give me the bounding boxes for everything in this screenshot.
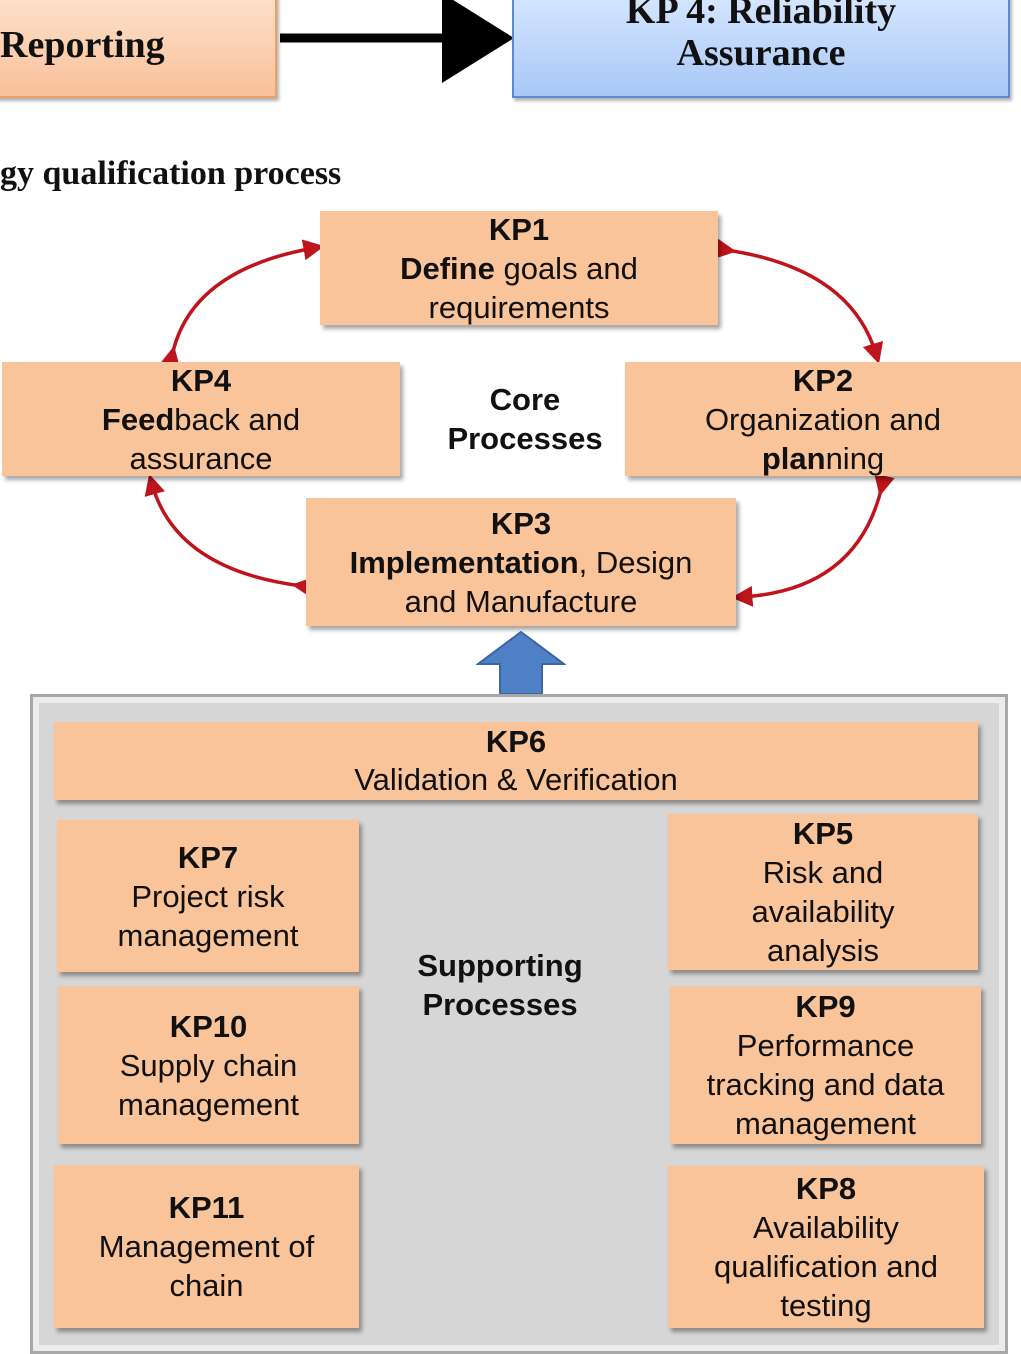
core-label-line2: Processes <box>447 421 603 456</box>
reporting-box: Reporting <box>0 0 277 98</box>
kp7-line2: Project risk <box>131 878 285 914</box>
kp4-bold: Feed <box>101 401 175 437</box>
cycle-arrow-kp1-kp2 <box>714 238 884 365</box>
kp4-id: KP4 <box>170 362 232 398</box>
cycle-arrow-kp2-kp3 <box>731 473 895 607</box>
kp8-box: KP8 Availability qualification and testi… <box>668 1166 984 1328</box>
supporting-label-line1: Supporting <box>417 948 583 983</box>
supporting-processes-label: Supporting Processes <box>385 946 615 1024</box>
kp10-box: KP10 Supply chain management <box>58 986 359 1144</box>
kp9-line2: Performance <box>736 1028 915 1063</box>
kp2-id: KP2 <box>792 362 854 398</box>
kp11-line2: Management of <box>98 1229 315 1264</box>
kp7-line3: management <box>117 917 299 953</box>
kp2-bold: plan <box>761 440 826 476</box>
kp3-box: KP3 Implementation, Design and Manufactu… <box>306 498 736 626</box>
kp7-id: KP7 <box>177 839 239 875</box>
kp8-line2: Availability <box>753 1210 899 1245</box>
kp1-line3: requirements <box>428 289 610 325</box>
kp2-rest: ning <box>825 440 885 476</box>
kp9-box: KP9 Performance tracking and data manage… <box>670 986 981 1144</box>
kp10-line3: management <box>118 1086 299 1122</box>
kp3-rest: , Design <box>578 544 693 580</box>
kp9-line4: management <box>735 1106 916 1141</box>
reliability-assurance-line2: Assurance <box>676 32 846 74</box>
core-label-line1: Core <box>489 382 561 417</box>
kp2-line3: planning <box>762 439 884 478</box>
kp1-rest: goals and <box>494 250 638 286</box>
kp9-line3: tracking and data <box>706 1067 945 1102</box>
kp1-id: KP1 <box>488 211 550 247</box>
kp10-id: KP10 <box>169 1008 248 1044</box>
kp5-box: KP5 Risk and availability analysis <box>668 814 978 970</box>
kp8-line3: qualification and <box>713 1249 939 1284</box>
kp8-id: KP8 <box>795 1171 857 1206</box>
kp1-bold: Define <box>400 250 495 286</box>
kp10-line2: Supply chain <box>119 1047 298 1083</box>
kp5-line3: availability <box>751 894 895 929</box>
kp4-line2: Feedback and <box>102 400 300 439</box>
reliability-assurance-line1: KP 4: Reliability <box>625 0 897 32</box>
kp6-line2: Validation & Verification <box>354 762 678 797</box>
kp4-line3: assurance <box>129 440 273 476</box>
kp5-line4: analysis <box>767 933 879 968</box>
section-heading: gy qualification process <box>0 155 342 192</box>
cycle-arrow-kp4-kp1 <box>159 239 325 369</box>
up-arrow-icon <box>476 630 566 695</box>
kp3-line3: and Manufacture <box>404 583 638 619</box>
kp2-line2: Organization and <box>704 401 942 437</box>
kp3-id: KP3 <box>490 505 552 541</box>
kp1-line2: Define goals and <box>400 249 638 288</box>
kp5-id: KP5 <box>792 816 854 851</box>
reporting-label: Reporting <box>0 24 165 66</box>
kp11-line3: chain <box>169 1268 244 1303</box>
kp11-box: KP11 Management of chain <box>54 1165 359 1328</box>
kp6-box: KP6 Validation & Verification <box>54 722 978 800</box>
kp9-id: KP9 <box>795 989 856 1024</box>
kp6-id: KP6 <box>485 724 547 759</box>
supporting-label-line2: Processes <box>422 987 578 1022</box>
cycle-arrow-kp3-kp4 <box>144 473 314 598</box>
reliability-assurance-box: KP 4: Reliability Assurance <box>512 0 1010 98</box>
kp4-box: KP4 Feedback and assurance <box>2 362 400 476</box>
kp3-bold: Implementation <box>349 544 579 580</box>
kp2-box: KP2 Organization and planning <box>625 362 1021 476</box>
kp1-box: KP1 Define goals and requirements <box>320 211 718 325</box>
kp7-box: KP7 Project risk management <box>57 820 359 972</box>
kp11-id: KP11 <box>168 1190 245 1225</box>
kp8-line4: testing <box>780 1288 872 1323</box>
kp3-line2: Implementation, Design <box>350 543 693 582</box>
kp5-line2: Risk and <box>762 855 884 890</box>
kp4-rest: back and <box>174 401 301 437</box>
core-processes-label: Core Processes <box>425 380 625 458</box>
